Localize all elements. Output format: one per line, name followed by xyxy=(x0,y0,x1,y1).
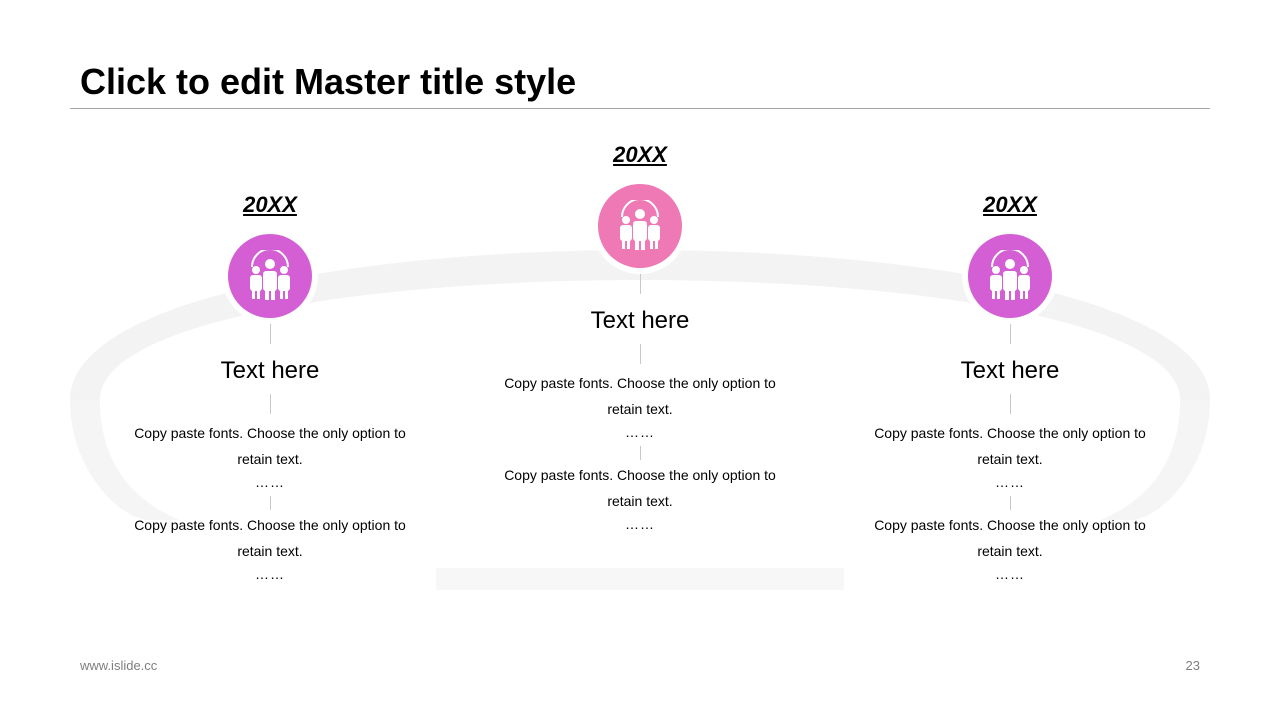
connector-line xyxy=(639,344,641,364)
connector-line xyxy=(639,274,641,294)
year-label: 20XX xyxy=(613,142,667,167)
footer-website: www.islide.cc xyxy=(80,658,158,673)
body-text[interactable]: Copy paste fonts. Choose the only option… xyxy=(134,425,406,467)
timeline-column-left: 20XX Text here Copy paste fonts. Choose … xyxy=(110,192,430,584)
connector-line xyxy=(1009,324,1011,344)
icon-badge xyxy=(962,228,1058,324)
ellipsis: …… xyxy=(625,424,655,440)
connector-line xyxy=(269,496,271,510)
year-label: 20XX xyxy=(983,192,1037,217)
title-divider xyxy=(70,108,1210,109)
body-text[interactable]: Copy paste fonts. Choose the only option… xyxy=(134,517,406,559)
ellipsis: …… xyxy=(995,474,1025,490)
ellipsis: …… xyxy=(625,516,655,532)
timeline-column-right: 20XX Text here Copy paste fonts. Choose … xyxy=(850,192,1170,584)
icon-badge xyxy=(592,178,688,274)
ellipsis: …… xyxy=(255,474,285,490)
ellipsis: …… xyxy=(255,566,285,582)
connector-line xyxy=(639,446,641,460)
team-icon-glyph xyxy=(250,250,290,300)
column-heading[interactable]: Text here xyxy=(220,357,320,384)
icon-badge xyxy=(222,228,318,324)
connector-line xyxy=(269,394,271,414)
year-label: 20XX xyxy=(243,192,297,217)
body-text[interactable]: Copy paste fonts. Choose the only option… xyxy=(874,425,1146,467)
slide-title[interactable]: Click to edit Master title style xyxy=(80,61,577,102)
connector-line xyxy=(1009,496,1011,510)
team-icon xyxy=(598,184,682,268)
connector-line xyxy=(1009,394,1011,414)
body-text[interactable]: Copy paste fonts. Choose the only option… xyxy=(504,467,776,509)
team-icon xyxy=(968,234,1052,318)
connector-line xyxy=(269,324,271,344)
team-icon xyxy=(228,234,312,318)
column-heading[interactable]: Text here xyxy=(960,357,1060,384)
team-icon-glyph xyxy=(990,250,1030,300)
column-heading[interactable]: Text here xyxy=(590,307,690,334)
team-icon-glyph xyxy=(620,200,660,250)
body-text[interactable]: Copy paste fonts. Choose the only option… xyxy=(504,375,776,417)
ellipsis: …… xyxy=(995,566,1025,582)
page-number: 23 xyxy=(1185,658,1200,673)
body-text[interactable]: Copy paste fonts. Choose the only option… xyxy=(874,517,1146,559)
timeline-column-center: 20XX Text here Copy paste fonts. Choose … xyxy=(480,142,800,534)
